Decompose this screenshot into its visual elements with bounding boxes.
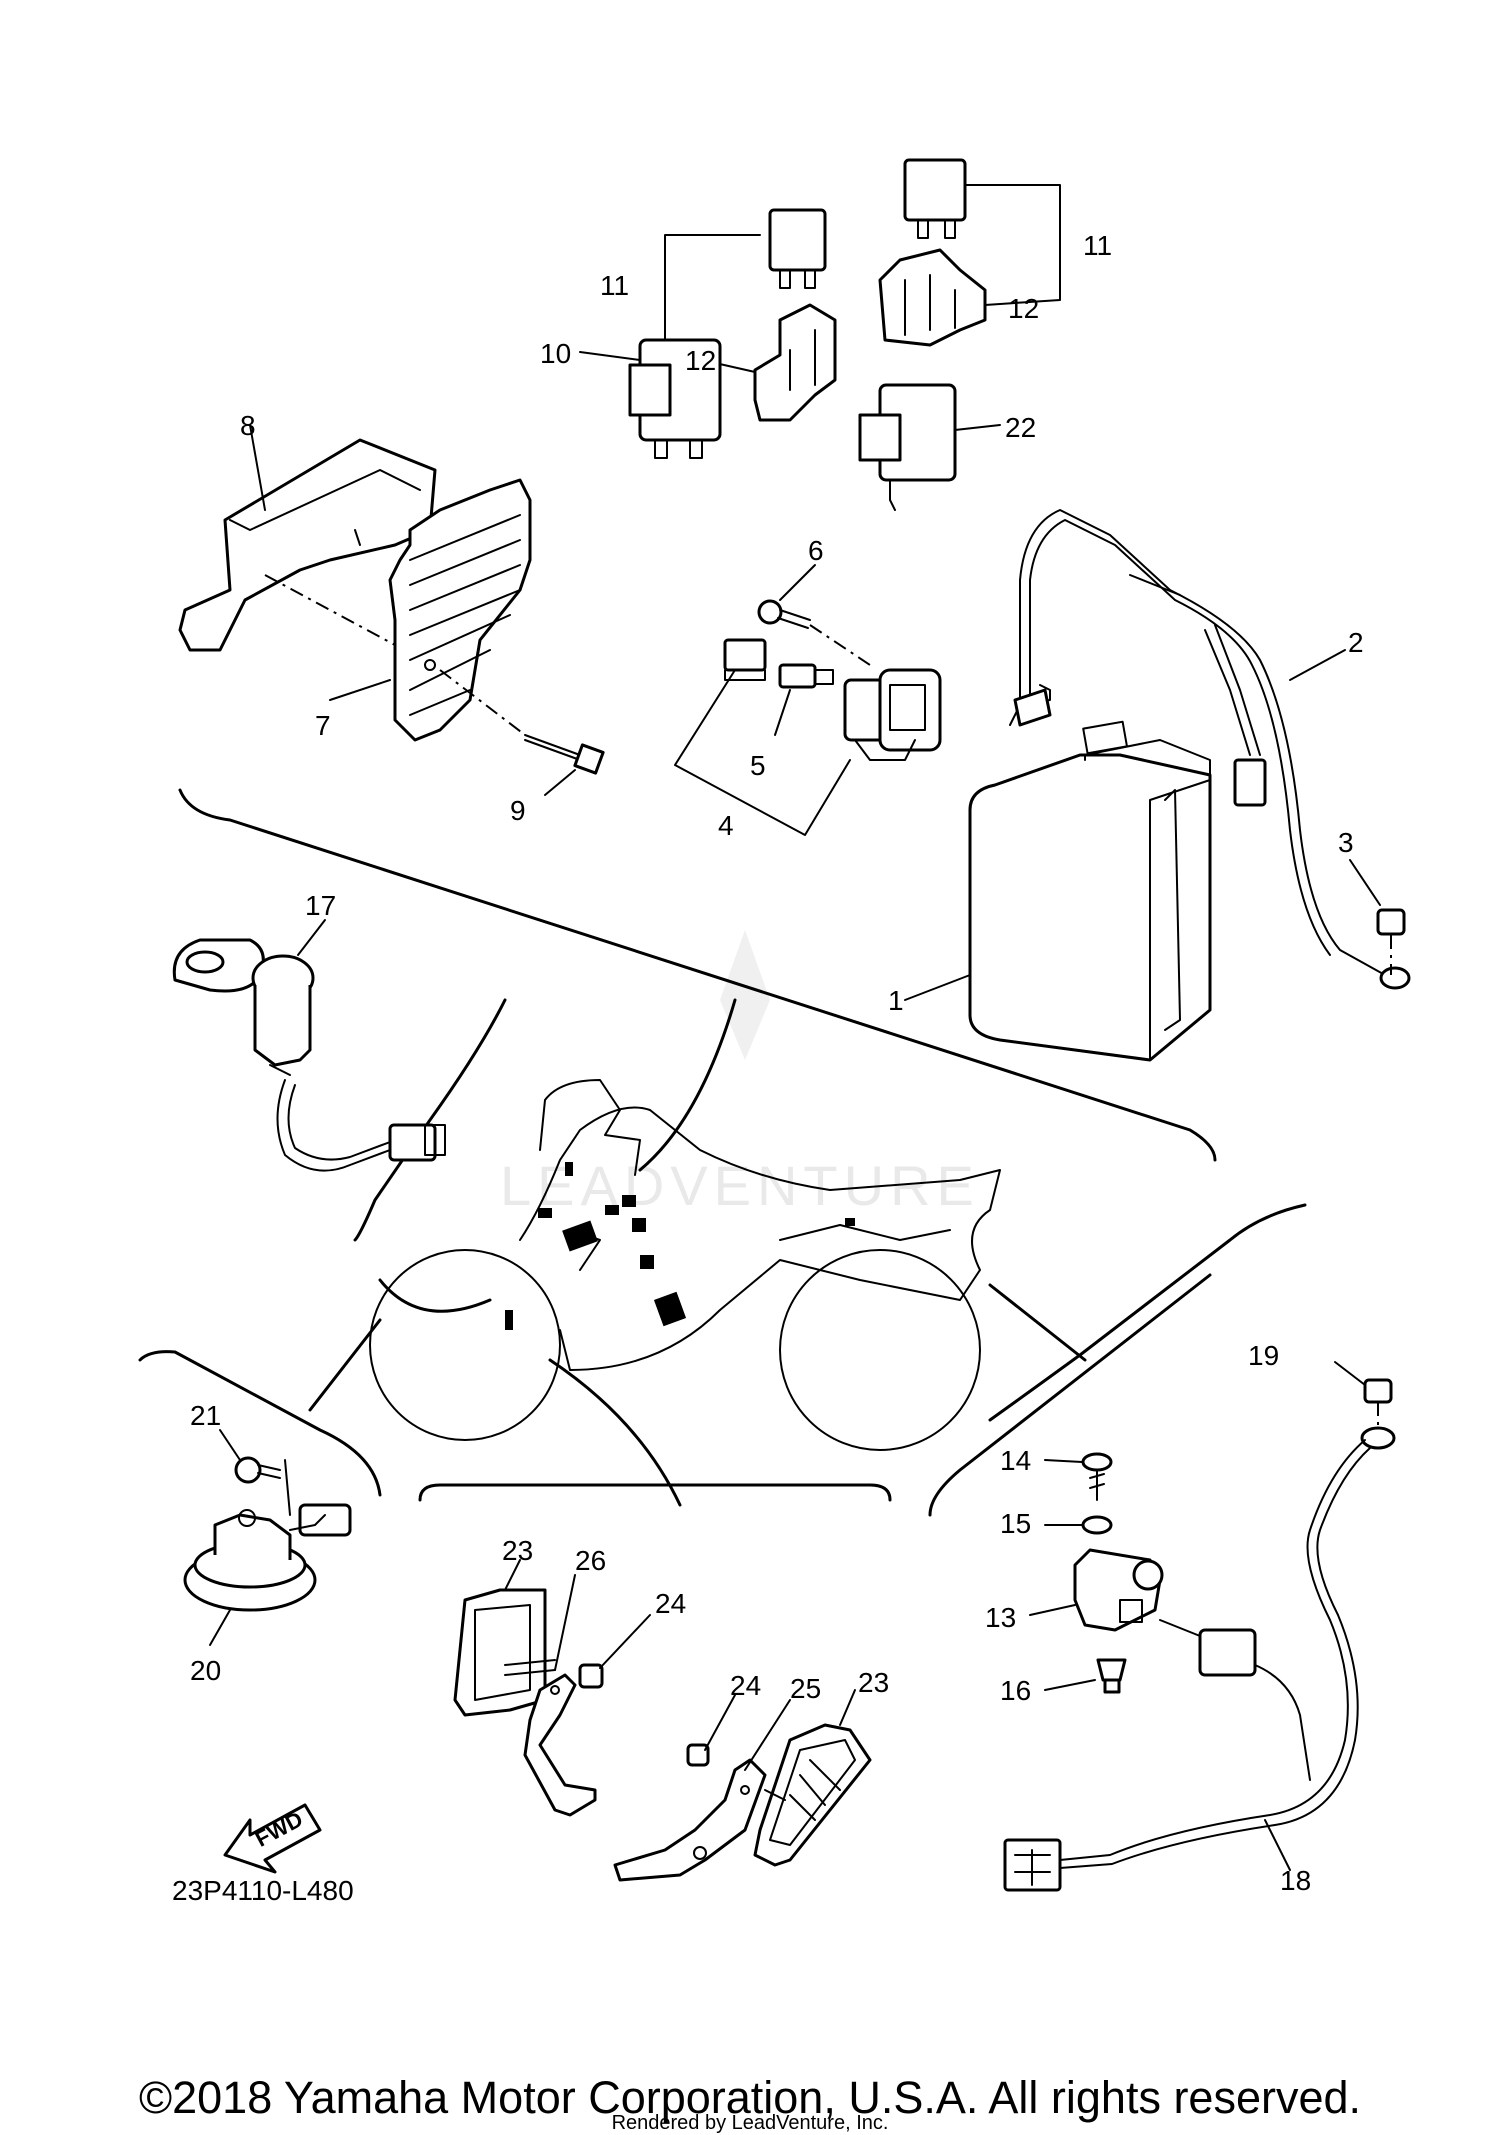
leader-18	[1264, 1819, 1291, 1871]
reflector-23-left	[453, 1588, 556, 1717]
leader-8	[249, 424, 266, 511]
bolt-3	[1376, 908, 1406, 975]
callout-22: 22	[1005, 412, 1036, 443]
washer-15	[1081, 1515, 1113, 1535]
leader-17	[297, 919, 326, 956]
relay-11-left	[768, 208, 827, 289]
callout-4: 4	[718, 810, 734, 841]
callout-18: 18	[1280, 1865, 1311, 1896]
relay-4	[843, 668, 942, 761]
callout-12-right: 12	[1008, 293, 1039, 324]
wire-harness-2	[1009, 509, 1411, 990]
location-markers	[505, 1162, 855, 1330]
rendered-by-credit: Rendered by LeadVenture, Inc.	[611, 2112, 889, 2134]
leader-7	[329, 679, 391, 701]
section-dividers	[138, 788, 1307, 1517]
callout-10: 10	[540, 338, 571, 369]
leader-23-left	[504, 1559, 521, 1591]
screw-14	[1081, 1452, 1113, 1501]
sensor-13	[1073, 1548, 1164, 1632]
leader-24-left	[599, 1614, 651, 1669]
assembly-line-7-9	[264, 574, 526, 736]
callout-9: 9	[510, 795, 526, 826]
motorcycle-outline	[369, 1079, 1001, 1451]
connector-4	[723, 638, 767, 681]
callout-13: 13	[985, 1602, 1016, 1633]
rectifier-regulator-7	[388, 478, 532, 742]
callout-bracket-4	[674, 669, 851, 836]
leader-24-right	[704, 1694, 736, 1751]
callout-11-right: 11	[1083, 230, 1112, 261]
leader-21	[219, 1429, 241, 1461]
wire-harness-18	[1003, 1426, 1396, 1892]
callout-11-left: 11	[600, 270, 629, 301]
assembly-line-6	[809, 624, 871, 666]
callout-7: 7	[315, 710, 331, 741]
leader-13	[1029, 1604, 1076, 1616]
bracket-26	[523, 1673, 597, 1817]
callout-23-right: 23	[858, 1667, 889, 1698]
nut-24-right	[686, 1743, 710, 1767]
dc-socket-17	[172, 938, 446, 1172]
callout-26: 26	[575, 1545, 606, 1576]
callout-23-left: 23	[502, 1535, 533, 1566]
callout-8: 8	[240, 410, 256, 441]
leader-23-right	[839, 1689, 856, 1726]
relay-22	[858, 383, 957, 511]
bracket-25	[613, 1758, 767, 1882]
leader-19	[1334, 1361, 1366, 1386]
relay-socket-12-left	[753, 303, 837, 422]
callout-25: 25	[790, 1673, 821, 1704]
leader-10	[579, 351, 641, 361]
leader-5	[774, 689, 791, 736]
leader-25	[744, 1699, 791, 1771]
callout-21: 21	[190, 1400, 221, 1431]
ecu-box-1	[968, 720, 1212, 1062]
callout-bracket-11-right	[964, 184, 1061, 306]
callout-2: 2	[1348, 627, 1364, 658]
reflector-23-right	[753, 1723, 872, 1867]
bolt-21	[234, 1456, 291, 1516]
callout-20: 20	[190, 1655, 221, 1686]
callout-24-right: 24	[730, 1670, 761, 1701]
leader-3	[1349, 859, 1381, 906]
callout-1: 1	[888, 985, 904, 1016]
callout-16: 16	[1000, 1675, 1031, 1706]
callout-17: 17	[305, 890, 336, 921]
connector-5	[778, 663, 834, 689]
relay-11-right	[903, 158, 967, 239]
fwd-arrow-icon: FWD	[223, 1803, 322, 1874]
leader-26	[554, 1574, 576, 1671]
callout-labels: 1 2 3 4 5 6 7 8 9 10 11 11 12 12 13 14 1…	[172, 230, 1364, 1906]
bolt-19	[1363, 1378, 1393, 1430]
horn-20	[183, 1503, 352, 1612]
grommet-16	[1096, 1658, 1127, 1694]
leader-16	[1044, 1679, 1096, 1691]
callout-6: 6	[808, 535, 824, 566]
leader-20	[209, 1609, 231, 1646]
callout-19: 19	[1248, 1340, 1279, 1371]
relay-socket-12-right	[878, 248, 987, 347]
bolt-9	[524, 734, 605, 775]
callout-14: 14	[1000, 1445, 1031, 1476]
leader-1	[904, 974, 971, 1001]
leader-2	[1289, 649, 1346, 681]
callout-24-left: 24	[655, 1588, 686, 1619]
callout-5: 5	[750, 750, 766, 781]
leader-22	[954, 424, 1001, 431]
callout-12-left: 12	[685, 345, 716, 376]
diagram-part-code: 23P4110-L480	[172, 1875, 354, 1906]
leader-14	[1044, 1459, 1083, 1463]
leader-6	[779, 564, 816, 601]
bolt-6	[757, 599, 811, 629]
flasher-relay-10	[628, 338, 722, 459]
nut-24-left	[578, 1663, 604, 1689]
callout-3: 3	[1338, 827, 1354, 858]
leader-9	[544, 769, 576, 796]
copyright-notice: ©2018 Yamaha Motor Corporation, U.S.A. A…	[138, 2072, 1362, 2123]
callout-15: 15	[1000, 1508, 1031, 1539]
